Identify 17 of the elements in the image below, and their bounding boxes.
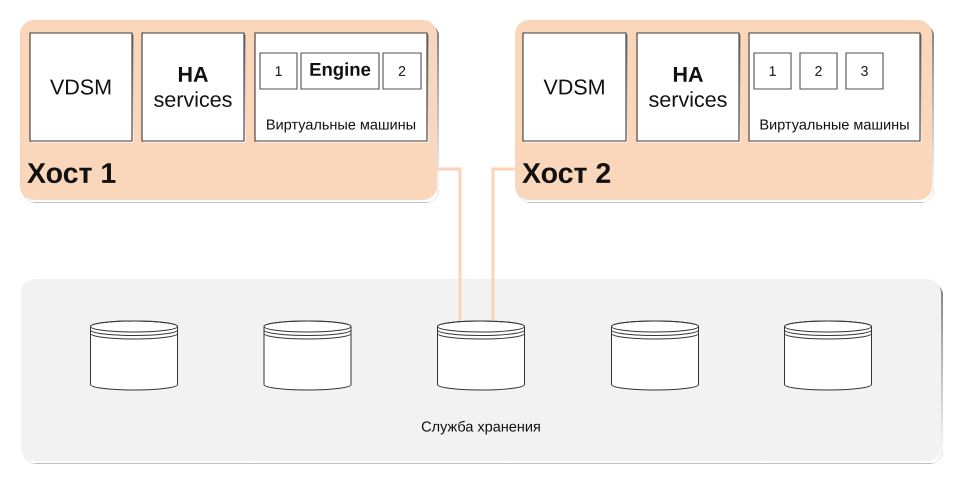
connector-line xyxy=(437,168,462,321)
connector-line xyxy=(492,168,515,321)
vm-box: 1 xyxy=(259,52,298,90)
vm-box: 1 xyxy=(753,52,792,90)
storage-cylinder xyxy=(611,320,699,390)
vm-box: 3 xyxy=(845,52,884,90)
storage-cylinder xyxy=(264,320,352,390)
service-box: VDSM xyxy=(522,32,628,142)
service-box: HA services xyxy=(636,32,740,142)
vm-box: Engine xyxy=(300,52,380,90)
storage-cylinder xyxy=(90,320,178,390)
storage-cylinder xyxy=(784,320,872,390)
storage-cylinder xyxy=(437,320,525,390)
vm-box: 2 xyxy=(382,52,422,90)
service-box: HA services xyxy=(141,32,246,142)
vm-box: 2 xyxy=(799,52,838,90)
service-box: VDSM xyxy=(29,32,134,142)
